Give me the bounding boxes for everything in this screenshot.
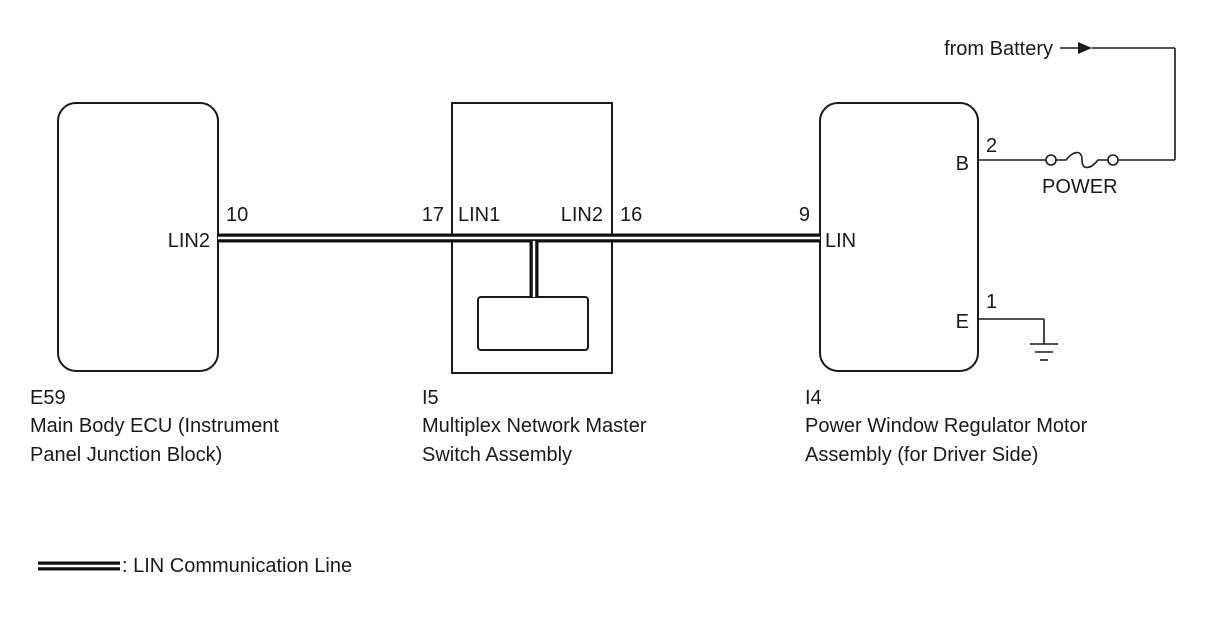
fuse-label: POWER — [1042, 176, 1118, 198]
e59-code: E59 — [30, 387, 66, 409]
power-circuit-wire — [978, 47, 1176, 161]
e59-terminal-pin: 10 — [226, 204, 248, 226]
i5-code: I5 — [422, 387, 439, 409]
i5-terminal-left-pin: 17 — [422, 204, 444, 226]
ground-icon — [1030, 343, 1058, 361]
battery-arrow-icon — [1078, 42, 1092, 54]
i4-terminal-b-name: B — [956, 153, 969, 175]
legend-text: : LIN Communication Line — [122, 555, 352, 577]
i5-name-line1: Multiplex Network Master — [422, 415, 647, 437]
battery-source-label: from Battery — [944, 38, 1053, 60]
i4-terminal-e-name: E — [956, 311, 969, 333]
i4-terminal-e-pin: 1 — [986, 291, 997, 313]
i5-internal-module — [477, 296, 589, 351]
i4-terminal-lin-name: LIN — [825, 230, 856, 252]
i5-name-line2: Switch Assembly — [422, 444, 572, 466]
i4-terminal-b-pin: 2 — [986, 135, 997, 157]
e59-name-line2: Panel Junction Block) — [30, 444, 222, 466]
i5-terminal-right-name: LIN2 — [561, 204, 603, 226]
e59-name-line1: Main Body ECU (Instrument — [30, 415, 279, 437]
i4-code: I4 — [805, 387, 822, 409]
i4-terminal-lin-pin: 9 — [799, 204, 810, 226]
i5-terminal-left-name: LIN1 — [458, 204, 500, 226]
lin-communication-line — [218, 233, 820, 297]
i4-name-line1: Power Window Regulator Motor — [805, 415, 1088, 437]
e59-terminal-name: LIN2 — [168, 230, 210, 252]
i5-terminal-right-pin: 16 — [620, 204, 642, 226]
ground-wire — [978, 318, 1045, 344]
i4-name-line2: Assembly (for Driver Side) — [805, 444, 1038, 466]
power-fuse-icon — [1045, 151, 1119, 169]
